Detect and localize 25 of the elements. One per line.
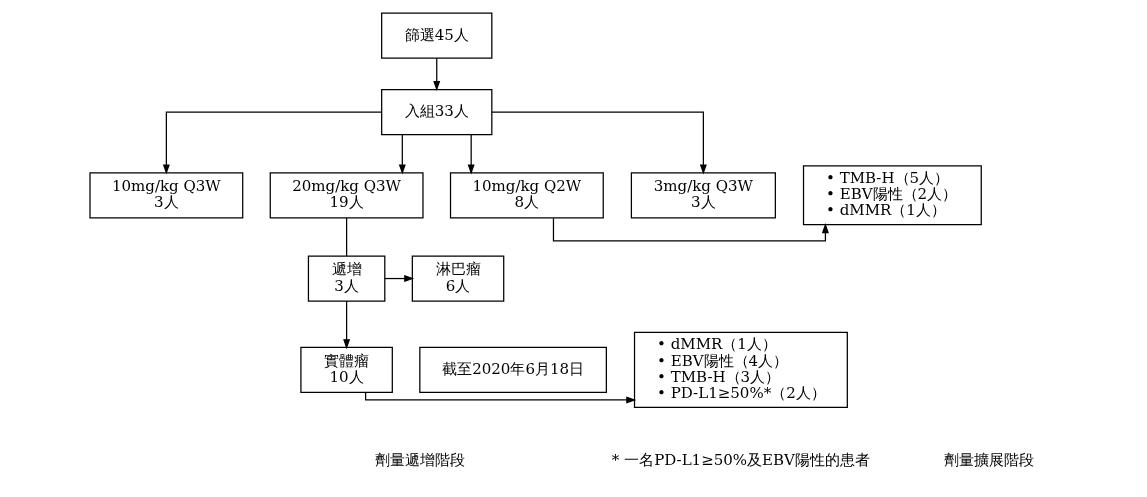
arrow [365, 392, 637, 404]
label: 劑量擴展階段 [943, 451, 1034, 470]
label: * 一名PD-L1≥50%及EBV陽性的患者 [611, 451, 870, 470]
node-box: 遞增 3人 [307, 255, 386, 302]
arrow [162, 111, 382, 175]
arrow [398, 134, 406, 175]
node-box: 3mg/kg Q3W 3人 [630, 172, 776, 219]
connector [346, 217, 348, 257]
arrow [491, 111, 707, 175]
arrow [433, 58, 441, 92]
node-box: 入組33人 [381, 88, 493, 136]
label: 劑量遞增階段 [375, 451, 466, 470]
arrow [552, 217, 829, 242]
node-box: 截至2020年6月18日 [419, 346, 607, 394]
node-box: 20mg/kg Q3W 19人 [269, 172, 424, 219]
arrow [343, 300, 351, 350]
node-box: 10mg/kg Q2W 8人 [449, 172, 604, 219]
arrow [467, 134, 475, 175]
node-box: 淋巴瘤 6人 [411, 255, 505, 302]
node-box: 10mg/kg Q3W 3人 [89, 172, 244, 219]
node-box: • dMMR（1人） • EBV陽性（4人） • TMB-H（3人） • PD-L1≥50%*（2人） [633, 331, 848, 409]
node-box: 篩選45人 [381, 12, 493, 59]
node-box: • TMB-H（5人） • EBV陽性（2人） • dMMR（1人） [802, 165, 982, 226]
arrow [384, 275, 415, 283]
node-box: 實體瘤 10人 [300, 346, 393, 394]
